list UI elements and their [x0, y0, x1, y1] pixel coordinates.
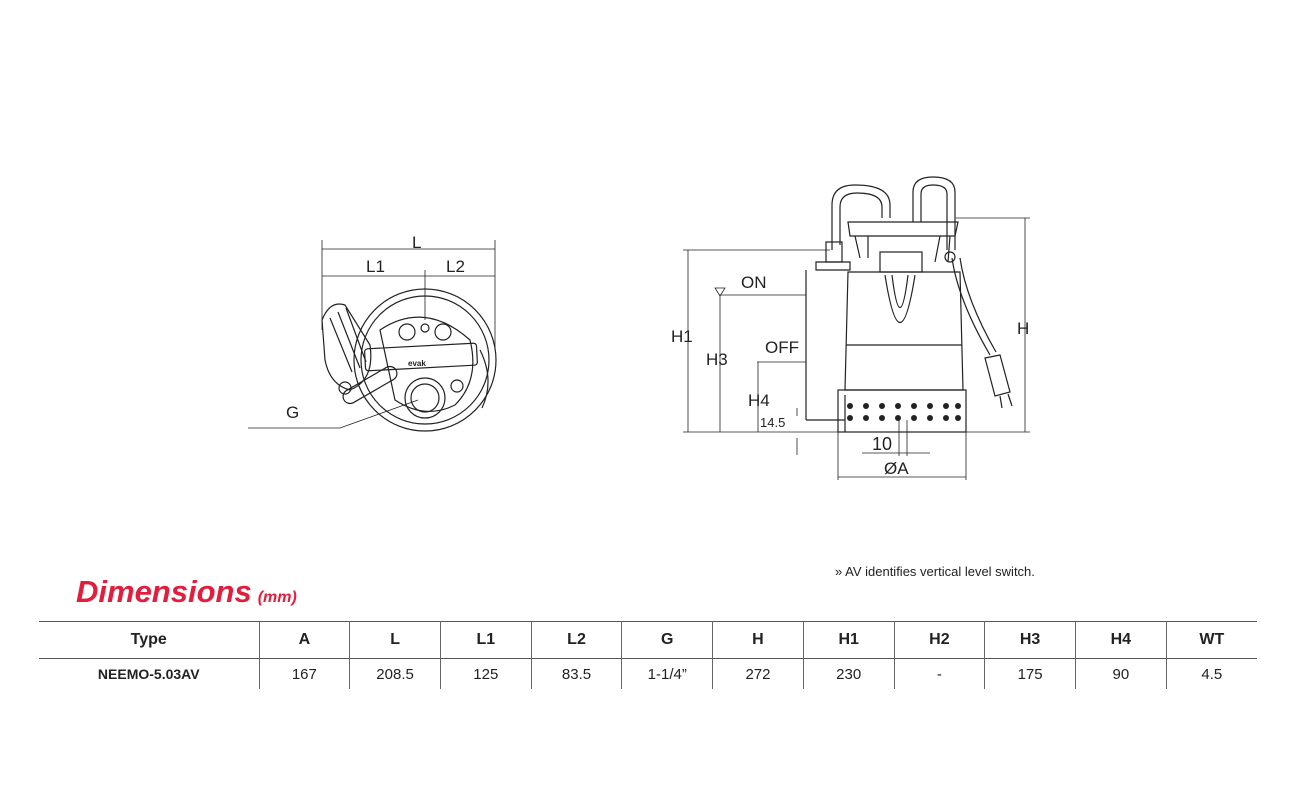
column-header: L [349, 621, 441, 659]
dim-label-H3: H3 [706, 350, 728, 369]
dim-label-10: 10 [872, 434, 892, 454]
dim-label-L: L [412, 233, 421, 252]
cell: 4.5 [1165, 658, 1257, 689]
dim-label-14-5: 14.5 [760, 415, 785, 430]
cell: 125 [439, 658, 532, 689]
cell: 90 [1074, 658, 1167, 689]
column-header: H1 [802, 621, 895, 659]
label-off: OFF [765, 338, 799, 357]
column-header: H2 [893, 621, 985, 659]
column-header: H [712, 621, 804, 659]
cell: 208.5 [349, 658, 441, 689]
cell: 83.5 [530, 658, 622, 689]
cell: 1-1/4” [621, 658, 713, 689]
dimensions-table: Type A L L1 L2 G H H1 H2 H3 H4 WT NEEMO-… [39, 621, 1257, 689]
title-text: Dimensions [76, 574, 252, 609]
dim-label-diameter-A: ØA [884, 459, 909, 478]
cell: - [893, 658, 985, 689]
label-on: ON [741, 273, 767, 292]
footnote: » AV identifies vertical level switch. [835, 564, 1035, 579]
cell: 175 [984, 658, 1076, 689]
cell: 167 [258, 658, 350, 689]
table-header-row: Type A L L1 L2 G H H1 H2 H3 H4 WT [39, 621, 1257, 659]
cell: 230 [802, 658, 895, 689]
column-header: L1 [439, 621, 532, 659]
dim-label-H: H [1017, 319, 1029, 338]
dim-label-L1: L1 [366, 257, 385, 276]
column-header: H3 [984, 621, 1076, 659]
column-header: G [621, 621, 713, 659]
logo-text: evak [408, 359, 426, 368]
strainer-holes [847, 403, 961, 421]
top-view-dimensions [248, 240, 496, 429]
column-header: H4 [1074, 621, 1167, 659]
cell: 272 [712, 658, 804, 689]
dim-label-G: G [286, 403, 299, 422]
title-unit: (mm) [257, 589, 297, 606]
side-view-dimensions [683, 217, 1030, 480]
column-header: WT [1165, 621, 1257, 659]
column-header: L2 [530, 621, 622, 659]
pump-side-view [805, 176, 1013, 433]
column-header: Type [130, 631, 167, 648]
cell-type: NEEMO-5.03AV [97, 666, 200, 682]
table-row: NEEMO-5.03AV 167 208.5 125 83.5 1-1/4” 2… [39, 658, 1257, 689]
dim-label-H1: H1 [671, 327, 693, 346]
dim-label-L2: L2 [446, 257, 465, 276]
section-title: Dimensions (mm) [76, 574, 297, 610]
column-header: A [258, 621, 350, 659]
dim-label-H4: H4 [748, 391, 770, 410]
